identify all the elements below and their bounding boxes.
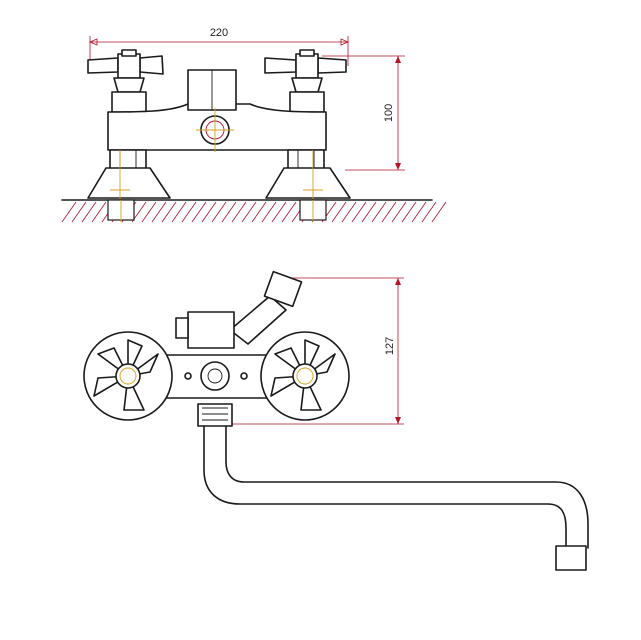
wall-hatch-line [81, 201, 97, 223]
left-cross-handle [87, 49, 164, 113]
right-cross-handle [264, 49, 347, 113]
wall-hatch-line [71, 201, 87, 223]
wall-hatch-line [261, 201, 277, 223]
wall-hatch-line [331, 201, 347, 223]
left-handle-plan [83, 331, 173, 421]
wall-hatch-line [231, 201, 247, 223]
wall-section [61, 199, 447, 223]
wall-hatch-line [271, 201, 287, 223]
wall-hatch-line [361, 201, 377, 223]
wall-hatch-line [401, 201, 417, 223]
wall-hatch-line [421, 201, 437, 223]
wall-hatch-line [161, 201, 177, 223]
wall-hatch-line [251, 201, 267, 223]
right-wall-flange [265, 149, 351, 218]
wall-hatch-line [181, 201, 197, 223]
plan-view: 127 [83, 270, 589, 571]
wall-hatch-line [371, 201, 387, 223]
height-dimension-label: 100 [383, 104, 395, 122]
wall-hatch-line [141, 201, 157, 223]
width-dimension-label: 220 [210, 27, 228, 39]
height-dimension: 100 [322, 55, 405, 171]
diverter-lever [175, 270, 303, 349]
right-handle-plan [260, 331, 350, 421]
width-dimension: 220 [88, 27, 350, 66]
wall-hatch-line [341, 201, 357, 223]
mixer-body [107, 69, 327, 152]
spout-pipe [203, 425, 589, 571]
left-wall-flange [87, 149, 171, 218]
wall-hatch-line [381, 201, 397, 223]
spout-nut [197, 403, 233, 427]
wall-hatch-line [171, 201, 187, 223]
wall-hatch-line [351, 201, 367, 223]
front-view: 220 100 [61, 27, 447, 223]
spout-height-label: 127 [384, 337, 396, 355]
spout-height-dimension: 127 [230, 277, 404, 425]
wall-hatch-line [221, 201, 237, 223]
wall-hatch-line [201, 201, 217, 223]
wall-hatch-line [431, 201, 447, 223]
wall-hatch-line [411, 201, 427, 223]
wall-hatch-line [241, 201, 257, 223]
wall-hatch-line [391, 201, 407, 223]
wall-hatch-line [191, 201, 207, 223]
wall-hatch-line [211, 201, 227, 223]
wall-hatch-line [91, 201, 107, 223]
wall-hatch-line [61, 201, 77, 223]
wall-hatch-line [281, 201, 297, 223]
wall-hatch-line [151, 201, 167, 223]
